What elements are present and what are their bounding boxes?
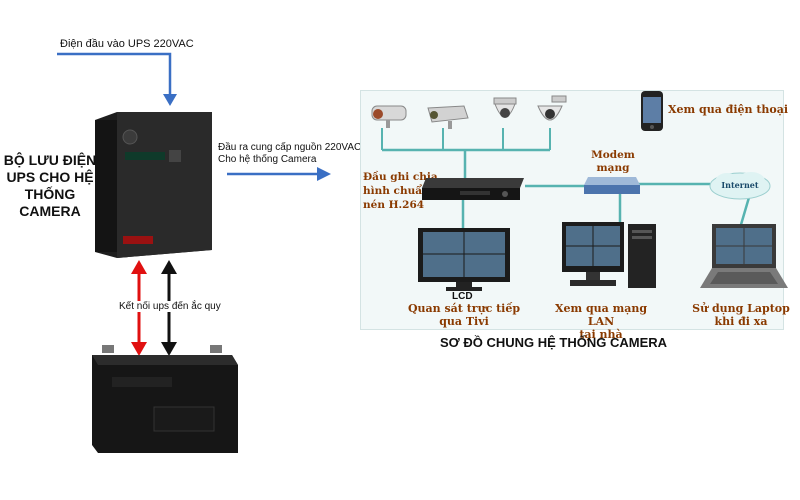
camera-bullet-icon bbox=[371, 105, 407, 128]
ups-output-arrow bbox=[227, 167, 331, 181]
camera-system-panel bbox=[360, 90, 784, 330]
pc-device bbox=[562, 222, 656, 288]
network-lines bbox=[381, 128, 752, 232]
diagram-title: SƠ ĐỒ CHUNG HỆ THỐNG CAMERA bbox=[440, 335, 668, 350]
dvr-device bbox=[422, 178, 524, 200]
modem-device bbox=[584, 177, 640, 194]
camera-dome-icon bbox=[493, 97, 517, 118]
laptop-device bbox=[700, 224, 788, 288]
camera-ptz-icon bbox=[537, 95, 567, 121]
lan-label: Xem qua mạng LAN tại nhà bbox=[554, 302, 648, 341]
battery-device bbox=[92, 345, 238, 453]
ups-title: BỘ LƯU ĐIỆN UPS CHO HỆ THỐNG CAMERA bbox=[3, 152, 97, 219]
camera-box-icon bbox=[427, 105, 469, 129]
ups-device bbox=[95, 112, 212, 258]
internet-cloud-icon bbox=[709, 172, 771, 200]
laptop-label: Sử dụng Laptop khi đi xa bbox=[692, 302, 790, 328]
lcd-tv-device bbox=[418, 228, 510, 291]
modem-label: Modem mạng bbox=[591, 149, 635, 174]
ups-output-label: Đầu ra cung cấp nguồn 220VAC Cho hệ thốn… bbox=[218, 142, 362, 165]
battery-link-label: Kết nối ups đến ắc quy bbox=[118, 301, 222, 312]
phone-label: Xem qua điện thoại bbox=[668, 103, 789, 116]
lcd-label: Quan sát trực tiếp qua Tivi bbox=[407, 302, 521, 328]
dvr-label: Đầu ghi chia hình chuẩn nén H.264 bbox=[363, 171, 438, 211]
lcd-title: LCD bbox=[452, 291, 473, 302]
ups-input-arrow bbox=[57, 52, 177, 106]
phone-icon bbox=[641, 91, 663, 131]
ups-input-label: Điện đầu vào UPS 220VAC bbox=[60, 38, 194, 50]
internet-label: Internet bbox=[721, 180, 759, 190]
